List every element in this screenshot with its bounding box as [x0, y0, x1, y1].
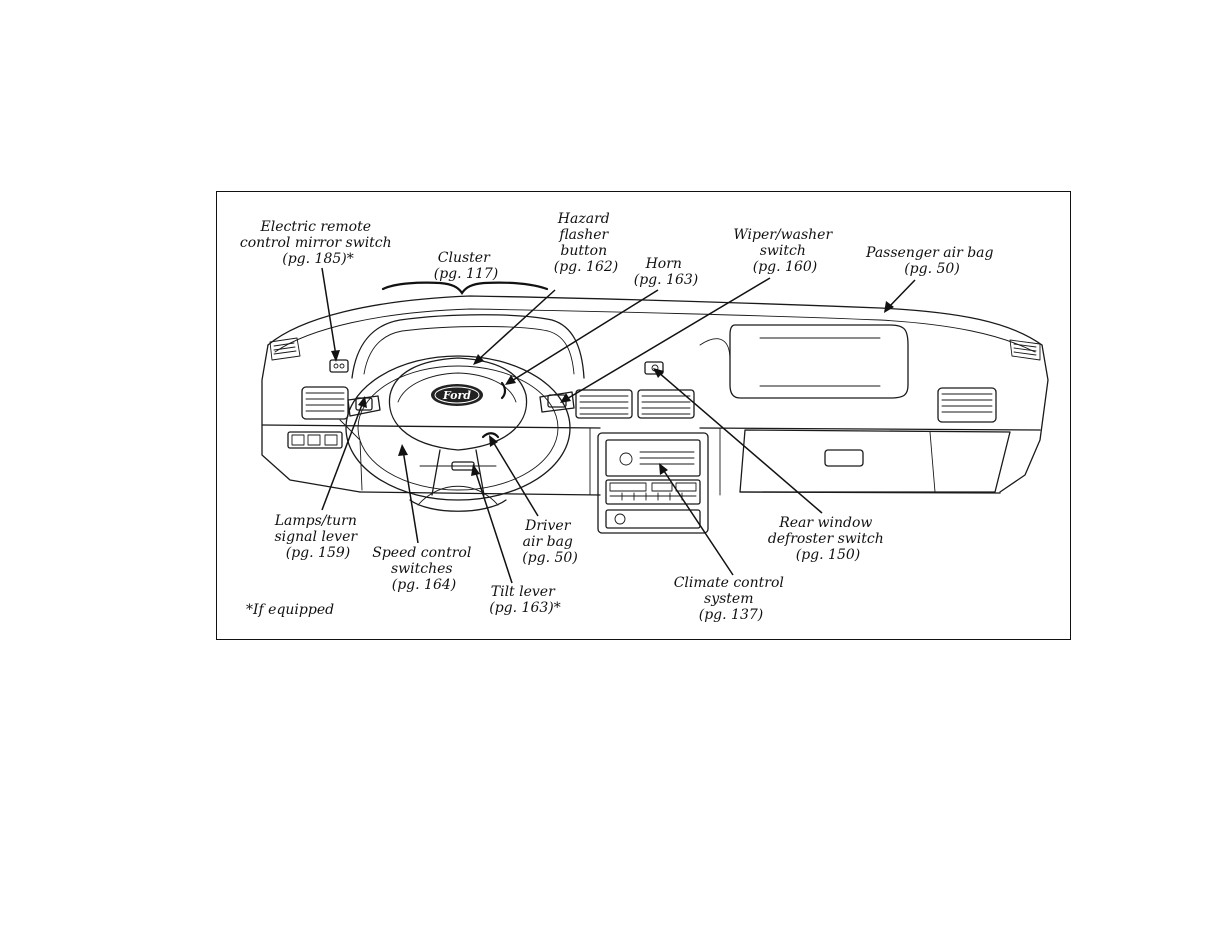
wiper-leader	[565, 278, 770, 400]
speed-control-leader	[403, 450, 418, 543]
tilt-lever-label: Tilt lever (pg. 163)*	[489, 584, 560, 616]
driver-airbag-label: Driver air bag (pg. 50)	[522, 518, 578, 566]
tilt-lever-leader	[475, 470, 512, 583]
hazard-label: Hazard flasher button (pg. 162)	[554, 211, 618, 275]
cluster-brace	[383, 283, 547, 293]
footnote: *If equipped	[246, 602, 334, 618]
defroster-label: Rear window defroster switch (pg. 150)	[768, 515, 888, 563]
hazard-leader	[478, 290, 555, 360]
lamps-leader	[322, 402, 363, 510]
horn-label: Horn (pg. 163)	[634, 256, 698, 288]
dashboard-illustration: Ford	[262, 296, 1048, 533]
climate-leader	[662, 468, 733, 575]
passenger-airbag-leader	[888, 280, 915, 308]
horn-leader	[510, 290, 658, 382]
cluster-label: Cluster (pg. 117)	[434, 250, 498, 282]
speed-control-label: Speed control switches (pg. 164)	[372, 545, 476, 593]
lamps-label: Lamps/turn signal lever (pg. 159)	[274, 513, 362, 561]
mirror-switch-leader	[322, 268, 336, 356]
wiper-label: Wiper/washer switch (pg. 160)	[733, 227, 836, 275]
climate-label: Climate control system (pg. 137)	[674, 575, 789, 623]
mirror-switch-label: Electric remote control mirror switch (p…	[240, 219, 396, 267]
passenger-airbag-label: Passenger air bag (pg. 50)	[865, 245, 998, 277]
callout-labels: Electric remote control mirror switch (p…	[240, 211, 998, 623]
ford-logo-text: Ford	[442, 389, 471, 402]
